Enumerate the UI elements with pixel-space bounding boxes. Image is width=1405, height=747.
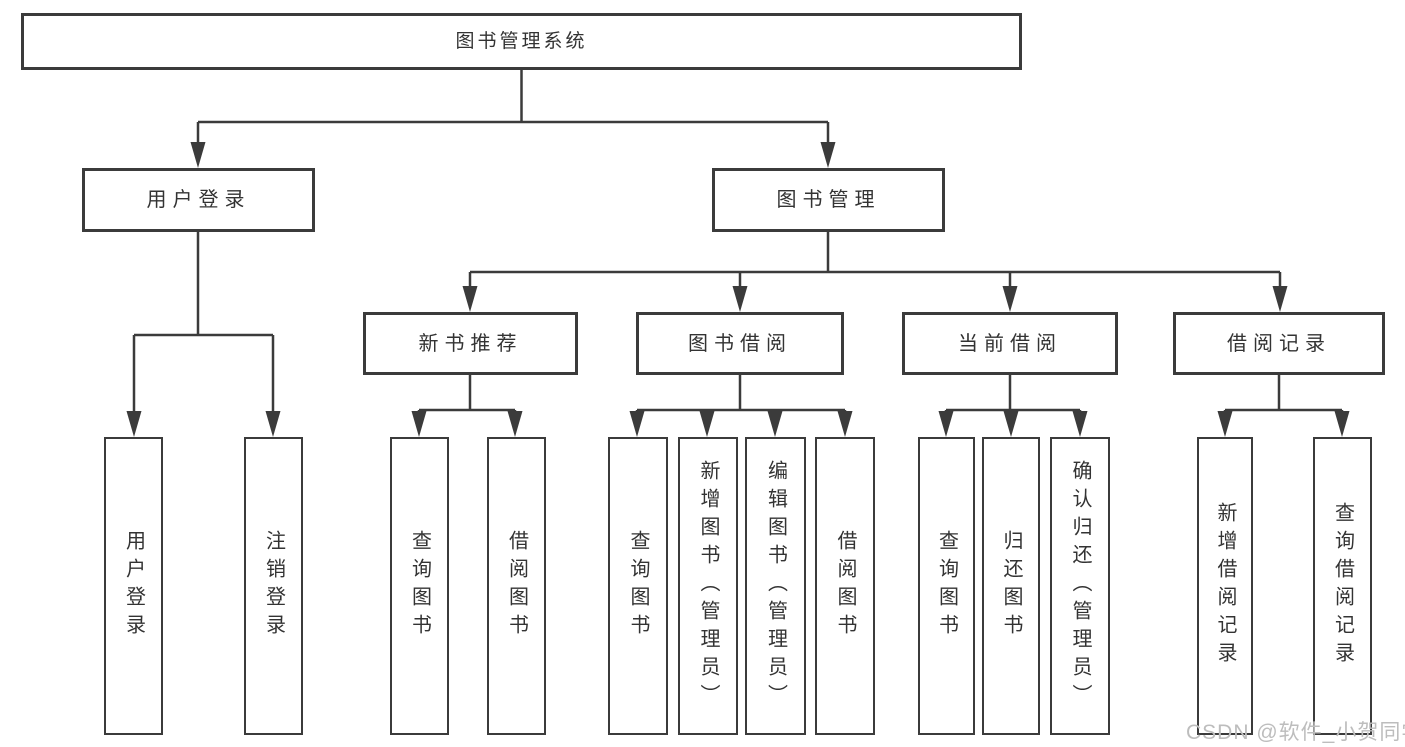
node-book-management: 图书管理 bbox=[712, 168, 945, 232]
node-library-management-system: 图书管理系统 bbox=[21, 13, 1022, 70]
connector-borrow-records-children bbox=[1223, 375, 1344, 420]
node-user-login: 用户登录 bbox=[82, 168, 315, 232]
node-current-borrow: 当前借阅 bbox=[902, 312, 1118, 375]
node-book-borrow: 图书借阅 bbox=[636, 312, 844, 375]
leaf-return-book: 归还图书 bbox=[982, 437, 1040, 735]
arrow-icon bbox=[1272, 286, 1288, 312]
arrow-icon bbox=[462, 286, 478, 312]
leaf-confirm-return-admin: 确认归还（管理员） bbox=[1050, 437, 1110, 735]
leaf-logout: 注销登录 bbox=[244, 437, 303, 735]
connector-root-to-level2 bbox=[196, 70, 830, 150]
leaf-add-borrow-record: 新增借阅记录 bbox=[1197, 437, 1253, 735]
arrow-icon bbox=[938, 411, 954, 437]
connector-current-borrow-children bbox=[944, 375, 1082, 420]
leaf-edit-book-admin: 编辑图书（管理员） bbox=[745, 437, 806, 735]
arrow-icon bbox=[629, 411, 645, 437]
node-new-book-recommend: 新书推荐 bbox=[363, 312, 578, 375]
arrow-icon bbox=[699, 411, 715, 437]
connector-book-borrow-children bbox=[635, 375, 847, 420]
arrow-icon bbox=[837, 411, 853, 437]
arrow-icon bbox=[411, 411, 427, 437]
arrow-icon bbox=[507, 411, 523, 437]
arrow-icon bbox=[126, 411, 142, 437]
arrow-icon bbox=[820, 142, 836, 168]
arrow-icon bbox=[732, 286, 748, 312]
leaf-query-borrow-record: 查询借阅记录 bbox=[1313, 437, 1372, 735]
leaf-query-book-under-current: 查询图书 bbox=[918, 437, 975, 735]
connector-user-login-children bbox=[132, 232, 275, 420]
arrow-icon bbox=[767, 411, 783, 437]
connector-book-mgmt-children bbox=[468, 232, 1282, 295]
connector-new-book-children bbox=[417, 375, 517, 420]
arrow-icon bbox=[265, 411, 281, 437]
arrow-icon bbox=[1002, 286, 1018, 312]
node-borrow-records: 借阅记录 bbox=[1173, 312, 1385, 375]
arrow-icon bbox=[1003, 411, 1019, 437]
leaf-borrow-book-under-borrow: 借阅图书 bbox=[815, 437, 875, 735]
leaf-borrow-book-under-recommend: 借阅图书 bbox=[487, 437, 546, 735]
arrow-icon bbox=[1334, 411, 1350, 437]
csdn-watermark: CSDN @软件_小贺同学 bbox=[1186, 721, 1405, 744]
leaf-add-book-admin: 新增图书（管理员） bbox=[678, 437, 738, 735]
leaf-user-login: 用户登录 bbox=[104, 437, 163, 735]
arrow-icon bbox=[1072, 411, 1088, 437]
leaf-query-book-under-recommend: 查询图书 bbox=[390, 437, 449, 735]
arrow-icon bbox=[190, 142, 206, 168]
leaf-query-book-under-borrow: 查询图书 bbox=[608, 437, 668, 735]
arrow-icon bbox=[1217, 411, 1233, 437]
